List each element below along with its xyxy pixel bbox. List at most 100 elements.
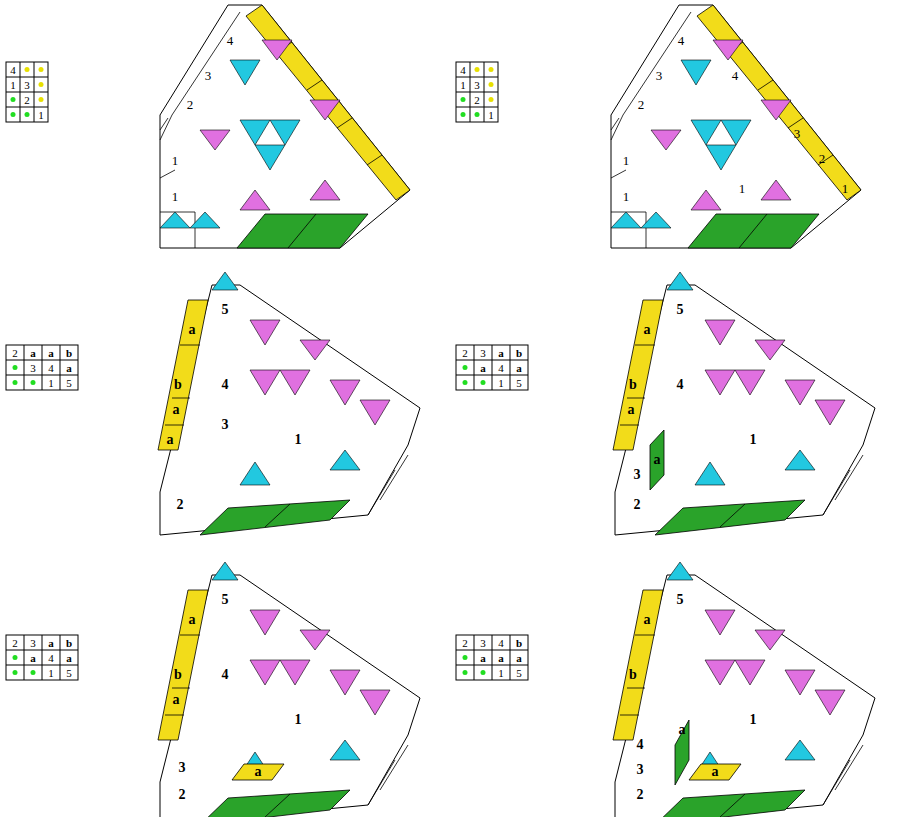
tableau-entry: 2 [462, 347, 468, 358]
tile-label: b [174, 668, 182, 682]
tile-label: 2 [187, 98, 194, 111]
tile-label: a [654, 453, 661, 467]
yellow-lozenge [689, 764, 741, 780]
tile-label: a [644, 613, 651, 627]
lozenge-tiling [158, 272, 420, 535]
tableau-entry: a [66, 652, 72, 663]
tile-label: a [173, 693, 180, 707]
tableau-entry: a [30, 652, 36, 663]
tableau-grid [456, 62, 498, 122]
tile-label: 2 [638, 98, 645, 111]
tableau-entry: a [48, 637, 54, 648]
tile-label: a [679, 723, 686, 737]
tableau-entry: 1 [488, 109, 494, 120]
tableau-entry: 1 [498, 377, 504, 388]
tableau-entry: a [498, 652, 504, 663]
tableau-entry: 5 [516, 667, 522, 678]
lozenge-tiling [160, 5, 410, 248]
tile-label: 4 [677, 378, 684, 392]
tableau-entry: a [480, 362, 486, 373]
tableau-entry: b [66, 347, 72, 358]
tableau-entry: a [516, 652, 522, 663]
tile-label: 3 [222, 418, 229, 432]
tile-label: 2 [637, 788, 644, 802]
tableau-grid [456, 345, 528, 390]
tile-label: 5 [677, 593, 684, 607]
tile-label: 5 [222, 593, 229, 607]
tableau-entry: 1 [460, 79, 466, 90]
tableau-entry: 5 [516, 377, 522, 388]
tile-label: 1 [623, 190, 630, 203]
tile-label: 3 [656, 69, 663, 82]
tile-label: a [644, 323, 651, 337]
tile-label: a [167, 433, 174, 447]
tableau-entry: 2 [24, 94, 30, 105]
tile-label: 4 [222, 378, 229, 392]
tableau-entry: 4 [498, 637, 504, 648]
tableau-entry: 4 [48, 362, 54, 373]
tile-label: b [629, 668, 637, 682]
tableau-entry: 2 [12, 637, 18, 648]
lozenge-tiling [611, 5, 861, 248]
tableau-entry: 4 [460, 64, 466, 75]
tile-label: 5 [222, 303, 229, 317]
tile-label: 1 [750, 713, 757, 727]
tableau-entry: a [516, 362, 522, 373]
tile-label: 2 [634, 498, 641, 512]
tile-label: 1 [295, 433, 302, 447]
tableau-entry: 3 [480, 637, 486, 648]
tableau-entry: a [30, 347, 36, 358]
tile-label: b [629, 378, 637, 392]
tableau-entry: a [48, 347, 54, 358]
tableau-entry: 4 [48, 652, 54, 663]
tableau-entry: 1 [48, 377, 54, 388]
tableau-entry: 1 [498, 667, 504, 678]
tableau-entry: 3 [30, 362, 36, 373]
lozenge-tiling [613, 272, 875, 535]
tile-label: 1 [172, 154, 179, 167]
tile-label: 1 [750, 433, 757, 447]
tile-label: 4 [678, 34, 685, 47]
tile-label: 4 [227, 34, 234, 47]
tile-label: 1 [295, 713, 302, 727]
tile-label: 2 [177, 498, 184, 512]
tile-label: 1 [623, 154, 630, 167]
tile-label: 4 [637, 738, 644, 752]
tile-label: 3 [179, 761, 186, 775]
tile-label: b [174, 378, 182, 392]
tile-label: 3 [794, 127, 801, 140]
tableau-entry: 5 [66, 377, 72, 388]
lozenge-tiling [613, 562, 875, 817]
tile-label: 2 [179, 788, 186, 802]
tableau-entry: 3 [30, 637, 36, 648]
tableau-entry: 4 [10, 64, 16, 75]
tableau-entry: 1 [10, 79, 16, 90]
tile-label: a [189, 323, 196, 337]
tableau-entry: 1 [48, 667, 54, 678]
tableau-grid [456, 635, 528, 680]
tableau-entry: 2 [12, 347, 18, 358]
tile-label: 3 [634, 468, 641, 482]
tableau-entry: 3 [474, 79, 480, 90]
tile-label: 1 [739, 182, 746, 195]
tile-label: 5 [677, 303, 684, 317]
yellow-lozenge [232, 764, 284, 780]
tile-label: 2 [819, 152, 826, 165]
tableau-entry: 3 [24, 79, 30, 90]
tableau-entry: 5 [66, 667, 72, 678]
tile-label: 1 [842, 182, 849, 195]
tableau-entry: 2 [462, 637, 468, 648]
tile-label: 3 [205, 69, 212, 82]
tableau-grid [6, 345, 78, 390]
tableau-entry: a [480, 652, 486, 663]
tile-label: a [255, 765, 262, 779]
green-lozenge [650, 430, 664, 490]
tableau-entry: a [498, 347, 504, 358]
tableau-grid [6, 635, 78, 680]
tile-label: 3 [637, 763, 644, 777]
tableau-grid [6, 62, 48, 122]
tableau-entry: 3 [480, 347, 486, 358]
green-lozenge [675, 720, 689, 785]
tableau-entry: 1 [38, 109, 44, 120]
